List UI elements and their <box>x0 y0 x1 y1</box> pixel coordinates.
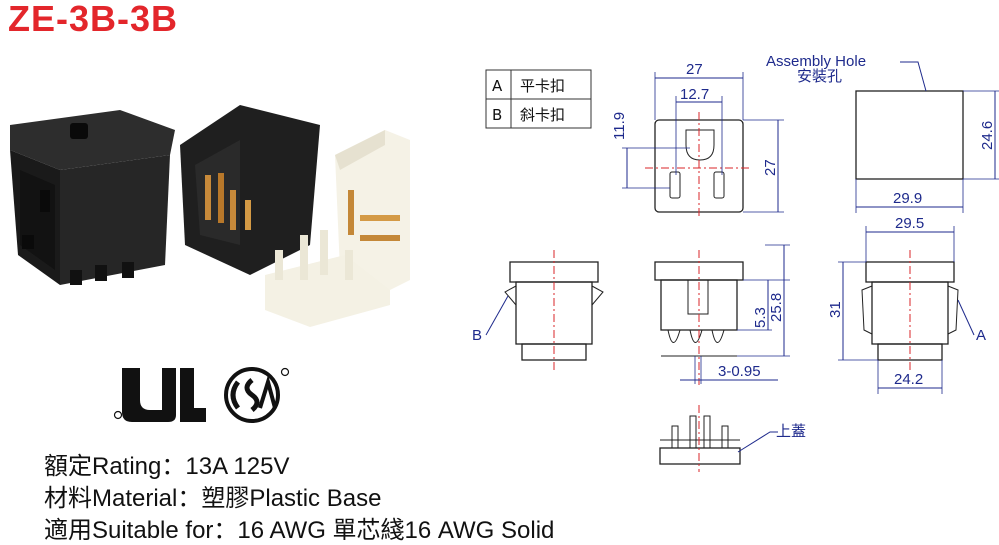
side-view-middle-drawing: 5.3 25.8 3-0.95 <box>654 244 790 385</box>
latch-key-b: B <box>492 106 502 124</box>
white-cover-photo <box>265 230 390 327</box>
socket-rear-photo <box>180 105 320 275</box>
spec-rating: 額定Rating：13A 125V <box>44 453 290 480</box>
assembly-hole-label-en: Assembly Hole <box>766 53 866 70</box>
dim-27-side: 27 <box>762 159 779 176</box>
socket-front-photo <box>10 110 175 285</box>
dim-24-2: 24.2 <box>894 371 923 388</box>
latch-key-a: A <box>492 77 503 95</box>
dim-27-top: 27 <box>686 61 703 78</box>
ul-logo <box>113 368 206 422</box>
product-title: ZE-3B-3B <box>8 0 179 39</box>
white-socket-photo <box>335 130 410 290</box>
side-view-b-drawing: B <box>472 250 604 370</box>
dim-25-8: 25.8 <box>768 293 785 322</box>
dim-29-5: 29.5 <box>895 215 924 232</box>
side-view-a-drawing: 29.5 31 24.2 A <box>827 215 986 394</box>
latch-value-a: 平卡扣 <box>520 77 565 95</box>
latch-value-b: 斜卡扣 <box>520 106 565 124</box>
dim-29-9: 29.9 <box>893 190 922 207</box>
dim-11-9: 11.9 <box>611 112 628 140</box>
callout-b: B <box>472 327 482 344</box>
callout-a: A <box>976 327 986 344</box>
spec-material: 材料Material：塑膠Plastic Base <box>44 485 382 512</box>
dim-31: 31 <box>827 301 844 318</box>
dim-12-7: 12.7 <box>680 86 709 103</box>
dim-3-0-95: 3-0.95 <box>718 363 761 380</box>
dim-24-6: 24.6 <box>979 121 996 150</box>
assembly-hole-label-cn: 安裝孔 <box>797 68 842 85</box>
callout-cover: 上蓋 <box>776 423 806 440</box>
latch-table: A 平卡扣 B 斜卡扣 <box>485 69 592 129</box>
spec-suitable: 適用Suitable for：16 AWG 單芯綫16 AWG Solid <box>44 517 555 544</box>
cert-logos <box>113 367 290 423</box>
dim-5-3: 5.3 <box>752 307 769 328</box>
assembly-hole-drawing: Assembly Hole 安裝孔 24.6 29.9 <box>766 53 999 213</box>
front-view-drawing: 27 12.7 11.9 27 <box>611 61 784 218</box>
cover-drawing: 上蓋 <box>659 405 806 472</box>
csa-logo <box>224 367 290 423</box>
product-photos <box>10 105 410 327</box>
